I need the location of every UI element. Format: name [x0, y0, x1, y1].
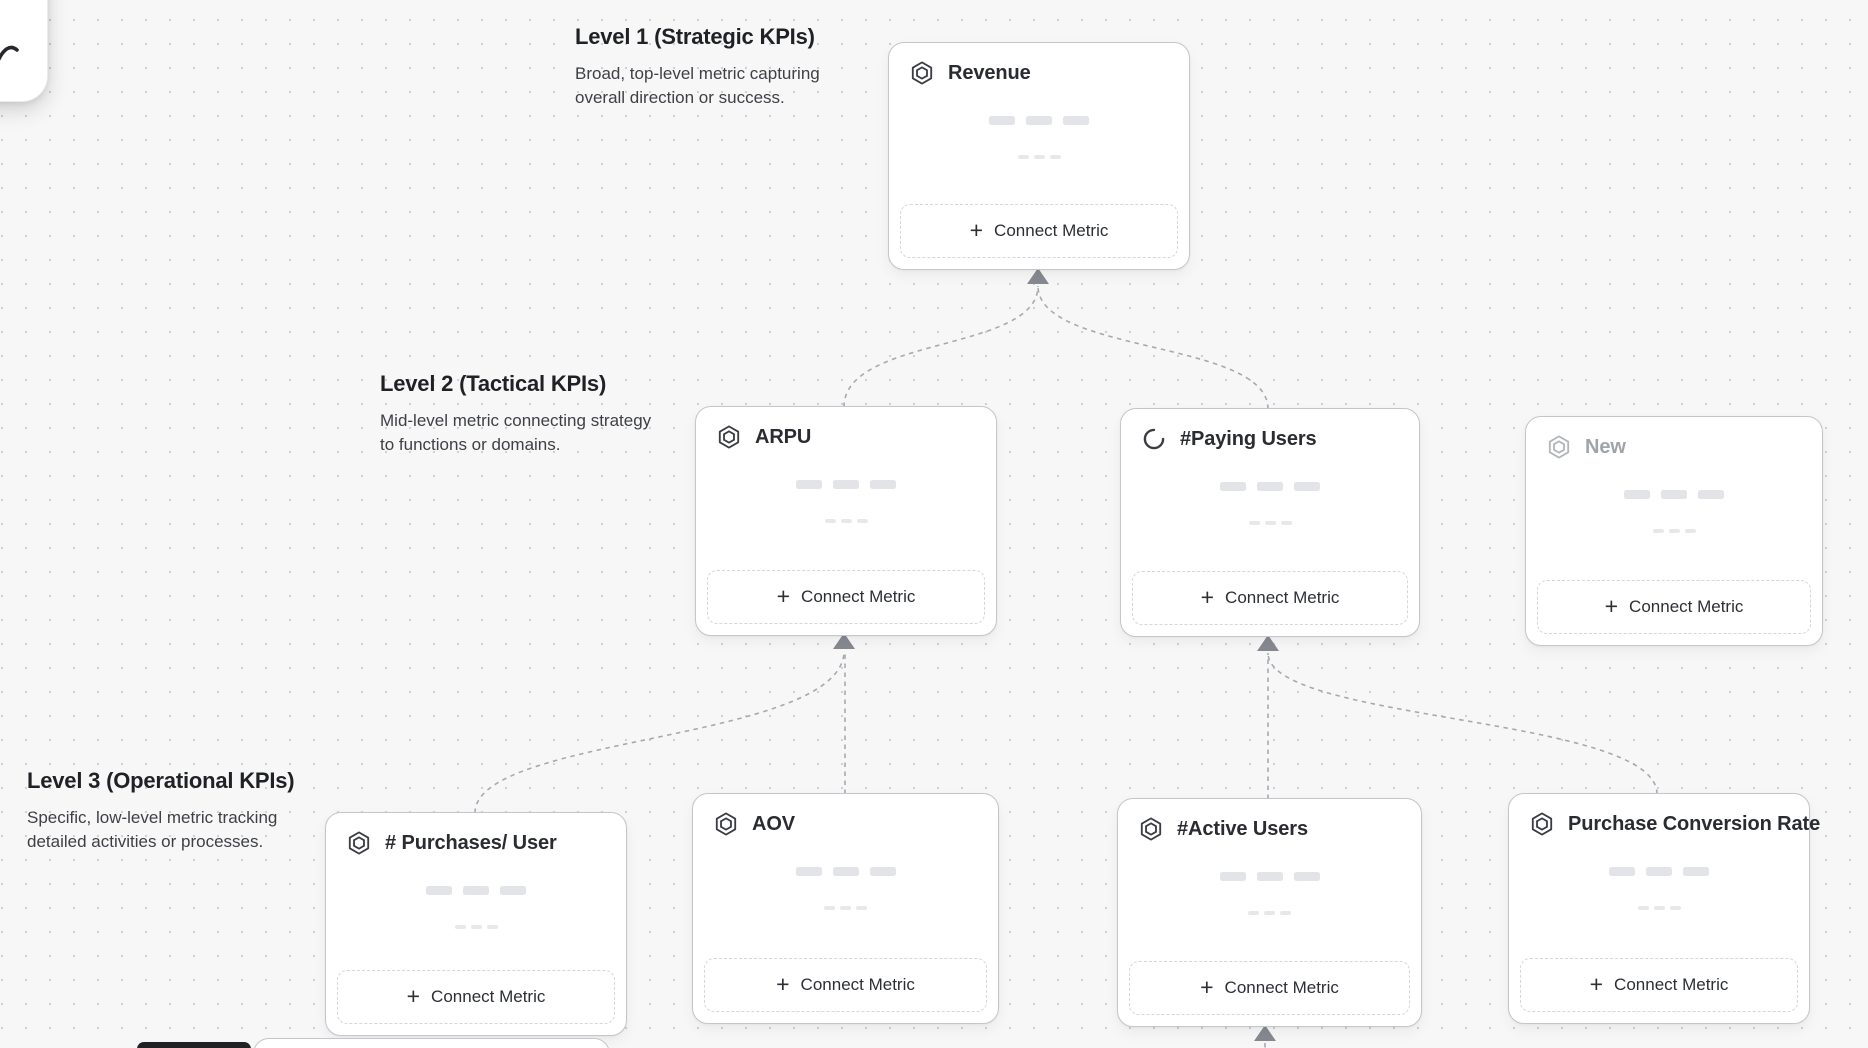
- metric-hexagon-icon: [346, 830, 372, 856]
- connect-metric-label: Connect Metric: [1224, 978, 1339, 997]
- metric-card-revenue[interactable]: Revenue + Connect Metric: [888, 42, 1190, 270]
- card-header: Purchase Conversion Rate: [1529, 811, 1820, 837]
- metric-card-title: ARPU: [755, 425, 812, 448]
- plus-icon: +: [776, 970, 790, 997]
- metric-card-arpu[interactable]: ARPU + Connect Metric: [695, 406, 997, 636]
- metric-card-active-users[interactable]: #Active Users + Connect Metric: [1117, 798, 1422, 1027]
- connect-metric-button[interactable]: + Connect Metric: [337, 970, 615, 1024]
- metric-card-purchase-conversion-rate[interactable]: Purchase Conversion Rate + Connect Metri…: [1508, 793, 1820, 1024]
- metric-hexagon-icon: [1138, 816, 1164, 842]
- level-1-annotation: Level 1 (Strategic KPIs) Broad, top-leve…: [575, 24, 855, 111]
- connect-metric-button[interactable]: + Connect Metric: [900, 204, 1178, 258]
- connect-metric-button[interactable]: + Connect Metric: [1520, 958, 1798, 1012]
- spinner-icon: [1141, 426, 1167, 452]
- metric-card-title: #Paying Users: [1180, 427, 1317, 450]
- level-3-annotation: Level 3 (Operational KPIs) Specific, low…: [27, 768, 327, 855]
- connect-metric-label: Connect Metric: [1225, 588, 1340, 607]
- metric-card-paying-users[interactable]: #Paying Users + Connect Metric: [1120, 408, 1420, 637]
- edge-paying-users-to-revenue: [1037, 285, 1269, 410]
- metric-placeholder-skeleton: [1526, 417, 1822, 533]
- level-3-title: Level 3 (Operational KPIs): [27, 768, 295, 793]
- plus-icon: +: [1604, 592, 1619, 619]
- metric-hexagon-icon: [1529, 811, 1555, 837]
- edge-purchases-to-arpu: [474, 650, 845, 814]
- card-header: ARPU: [716, 424, 811, 450]
- metric-card-aov[interactable]: AOV + Connect Metric: [692, 793, 999, 1024]
- metric-placeholder-skeleton: [696, 407, 996, 523]
- connect-metric-label: Connect Metric: [801, 587, 916, 606]
- connect-metric-button[interactable]: + Connect Metric: [707, 570, 985, 624]
- metric-hexagon-icon: [716, 424, 742, 450]
- level-2-title: Level 2 (Tactical KPIs): [380, 371, 607, 396]
- plus-icon: +: [1200, 583, 1215, 610]
- connect-metric-label: Connect Metric: [1614, 975, 1729, 994]
- card-header: AOV: [713, 811, 795, 837]
- metric-card-title: # Purchases/ User: [385, 831, 557, 854]
- metric-card-title: New: [1585, 435, 1626, 458]
- bottom-toolbar-partial[interactable]: [137, 1042, 251, 1048]
- metric-placeholder-skeleton: [1121, 409, 1419, 525]
- level-3-description: Specific, low-level metric tracking deta…: [27, 808, 278, 852]
- card-header: Revenue: [909, 60, 1031, 86]
- metric-placeholder-skeleton: [889, 43, 1189, 159]
- level-1-title: Level 1 (Strategic KPIs): [575, 24, 815, 49]
- edge-pcr-to-paying-users: [1267, 652, 1658, 795]
- card-header: # Purchases/ User: [346, 830, 557, 856]
- metric-card-title: #Active Users: [1177, 817, 1309, 840]
- connect-metric-label: Connect Metric: [431, 987, 546, 1006]
- card-header: #Paying Users: [1141, 426, 1317, 452]
- metric-card-title: Purchase Conversion Rate: [1568, 812, 1821, 835]
- connect-metric-button[interactable]: + Connect Metric: [1132, 571, 1408, 625]
- metric-card-new[interactable]: New + Connect Metric: [1525, 416, 1823, 646]
- level-2-annotation: Level 2 (Tactical KPIs) Mid-level metric…: [380, 371, 660, 458]
- cursor-stroke-icon: [0, 45, 19, 61]
- metric-card-purchases-per-user[interactable]: # Purchases/ User + Connect Metric: [325, 812, 627, 1036]
- metric-placeholder-skeleton: [1509, 794, 1809, 910]
- level-1-description: Broad, top-level metric capturing overal…: [575, 64, 820, 108]
- connect-metric-button[interactable]: + Connect Metric: [1537, 580, 1811, 634]
- metric-placeholder-skeleton: [693, 794, 998, 910]
- plus-icon: +: [969, 216, 984, 243]
- arrowhead-active-users: [1254, 1025, 1276, 1041]
- plus-icon: +: [1200, 973, 1214, 1000]
- plus-icon: +: [1589, 970, 1604, 997]
- metric-card-title: AOV: [752, 812, 796, 835]
- plus-icon: +: [776, 582, 791, 609]
- card-header: #Active Users: [1138, 816, 1308, 842]
- metric-card-partial-bottom[interactable]: [253, 1038, 610, 1048]
- metric-hexagon-icon: [1546, 434, 1572, 460]
- connect-metric-label: Connect Metric: [800, 975, 915, 994]
- plus-icon: +: [406, 982, 421, 1009]
- connect-metric-button[interactable]: + Connect Metric: [1129, 961, 1410, 1015]
- metric-placeholder-skeleton: [1118, 799, 1421, 915]
- metric-card-title: Revenue: [948, 61, 1031, 84]
- connect-metric-button[interactable]: + Connect Metric: [704, 958, 987, 1012]
- arrowhead-revenue: [1027, 268, 1049, 284]
- arrowhead-paying-users: [1257, 635, 1279, 651]
- floating-panel-partial[interactable]: [0, 0, 48, 102]
- metric-hexagon-icon: [713, 811, 739, 837]
- card-header: New: [1546, 434, 1626, 460]
- edge-arpu-to-revenue: [843, 285, 1039, 408]
- metric-hexagon-icon: [909, 60, 935, 86]
- connect-metric-label: Connect Metric: [994, 221, 1109, 240]
- metric-placeholder-skeleton: [326, 813, 626, 929]
- connect-metric-label: Connect Metric: [1629, 597, 1744, 616]
- level-2-description: Mid-level metric connecting strategy to …: [380, 411, 652, 455]
